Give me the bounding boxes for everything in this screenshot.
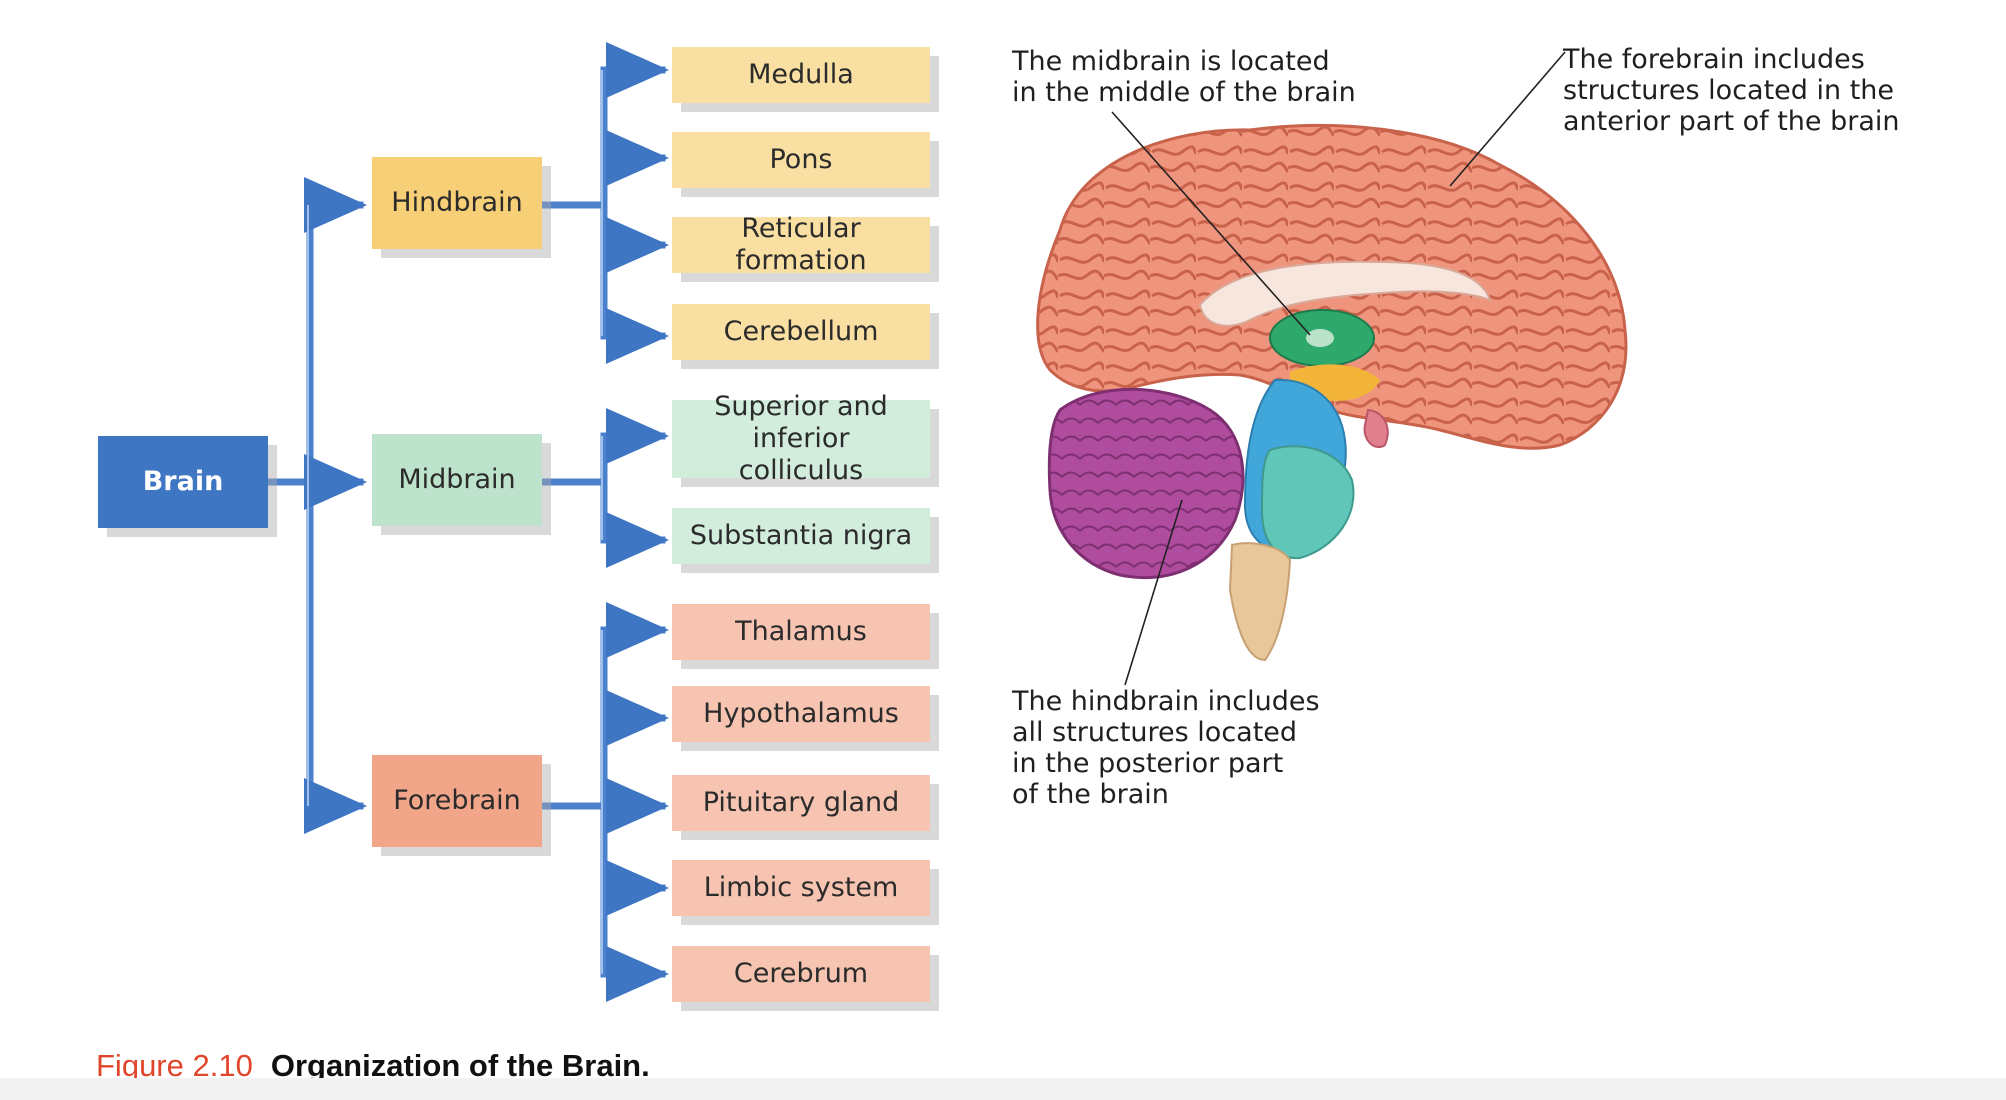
pons-box: Pons bbox=[672, 132, 930, 188]
medulla-box: Medulla bbox=[672, 47, 930, 103]
thalamus-box: Thalamus bbox=[672, 604, 930, 660]
forebrain-callout: The forebrain includes structures locate… bbox=[1563, 44, 1900, 137]
hindbrain-callout: The hindbrain includes all structures lo… bbox=[1012, 686, 1320, 810]
corpus-callosum bbox=[1198, 260, 1492, 327]
cerebellum-box: Cerebellum bbox=[672, 304, 930, 360]
hypothalamus-box: Hypothalamus bbox=[672, 686, 930, 742]
reticular-formation-box: Reticular formation bbox=[672, 213, 930, 276]
limbic-system-box: Limbic system bbox=[672, 860, 930, 916]
cerebellum bbox=[1047, 387, 1245, 580]
figure-title: Organization of the Brain. bbox=[270, 1048, 650, 1083]
midbrain-box: Midbrain bbox=[372, 434, 542, 526]
figure-caption: Figure 2.10 Organization of the Brain. bbox=[96, 1048, 650, 1084]
page-footer-band bbox=[0, 1078, 2006, 1100]
cerebrum-box: Cerebrum bbox=[672, 946, 930, 1002]
hindbrain-box: Hindbrain bbox=[372, 157, 542, 249]
pituitary bbox=[1363, 408, 1389, 448]
substantia-nigra-box: Substantia nigra bbox=[672, 508, 930, 564]
forebrain-box: Forebrain bbox=[372, 755, 542, 847]
figure-number: Figure 2.10 bbox=[96, 1048, 253, 1083]
midbrain-callout: The midbrain is located in the middle of… bbox=[1012, 46, 1356, 108]
colliculus-box: Superior and inferior colliculus bbox=[672, 391, 930, 486]
brain-root-box: Brain bbox=[98, 436, 268, 528]
pituitary-gland-box: Pituitary gland bbox=[672, 775, 930, 831]
